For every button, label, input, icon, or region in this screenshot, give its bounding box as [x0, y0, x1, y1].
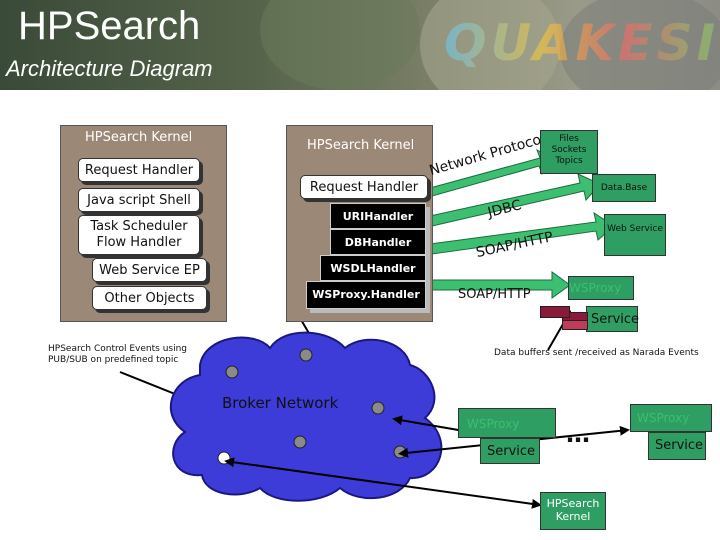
broker-node	[293, 435, 307, 449]
broker-network-label: Broker Network	[222, 394, 339, 412]
soap-http-arrow-2	[429, 271, 571, 299]
wsproxy-box-2: WSProxy	[458, 408, 556, 438]
service-label-3: Service	[655, 438, 704, 453]
quakesim-logo: QUAKESIM	[444, 14, 720, 72]
data-buffers-note: Data buffers sent /received as Narada Ev…	[494, 348, 699, 358]
broker-node	[299, 348, 313, 362]
javascript-shell: Java script Shell	[78, 188, 200, 212]
service-label-2: Service	[487, 444, 536, 459]
task-scheduler-flow-handler: Task Scheduler Flow Handler	[78, 215, 200, 255]
web-service-label: Web Service	[607, 224, 663, 234]
broker-node	[371, 401, 385, 415]
broker-to-bottom-kernel-arrow	[224, 457, 542, 509]
left-kernel-title: HPSearch Kernel	[85, 130, 193, 145]
wsdl-handler: WSDLHandler	[320, 255, 426, 281]
broker-node	[393, 445, 407, 459]
uri-handler: URIHandler	[330, 203, 426, 229]
ellipsis: …	[566, 420, 590, 448]
bottom-hpsearch-kernel: HPSearch Kernel	[540, 492, 606, 530]
web-service-box: Web Service	[604, 214, 666, 256]
center-request-handler: Request Handler	[300, 175, 428, 199]
files-sockets-topics-label: Files Sockets Topics	[551, 134, 587, 166]
soap-http-label-2: SOAP/HTTP	[458, 287, 531, 302]
service-box-3: Service	[648, 432, 706, 460]
service-label-1: Service	[591, 312, 640, 327]
files-sockets-topics-box: Files Sockets Topics	[540, 130, 598, 174]
control-events-note: HPSearch Control Events using PUB/SUB on…	[48, 344, 188, 365]
component-connector-1c	[540, 306, 570, 318]
other-objects: Other Objects	[92, 286, 207, 310]
service-box-2: Service	[480, 438, 540, 464]
broker-node	[225, 365, 239, 379]
wsproxy-box-3: WSProxy	[630, 404, 712, 432]
wsproxy-label-3: WSProxy	[637, 411, 690, 425]
database-box: Data.Base	[592, 174, 656, 202]
broker-node	[217, 451, 231, 465]
wsproxy-handler: WSProxy.Handler	[306, 281, 426, 309]
wsproxy-label-2: WSProxy	[467, 417, 520, 431]
web-service-ep: Web Service EP	[92, 258, 207, 282]
wsproxy-box-1: WSProxy	[568, 276, 634, 300]
header-banner: HPSearch Architecture Diagram QUAKESIM	[0, 0, 720, 90]
left-request-handler: Request Handler	[78, 158, 200, 182]
db-handler: DBHandler	[330, 229, 426, 255]
wsproxy-label-1: WSProxy	[569, 281, 622, 295]
service-box-1: Service	[586, 306, 640, 332]
page-title: HPSearch	[18, 4, 201, 48]
database-label: Data.Base	[600, 183, 648, 193]
center-kernel-title: HPSearch Kernel	[307, 138, 415, 153]
bottom-kernel-label: HPSearch Kernel	[546, 497, 600, 523]
page-subtitle: Architecture Diagram	[6, 56, 213, 81]
component-connector-1b	[562, 320, 588, 330]
